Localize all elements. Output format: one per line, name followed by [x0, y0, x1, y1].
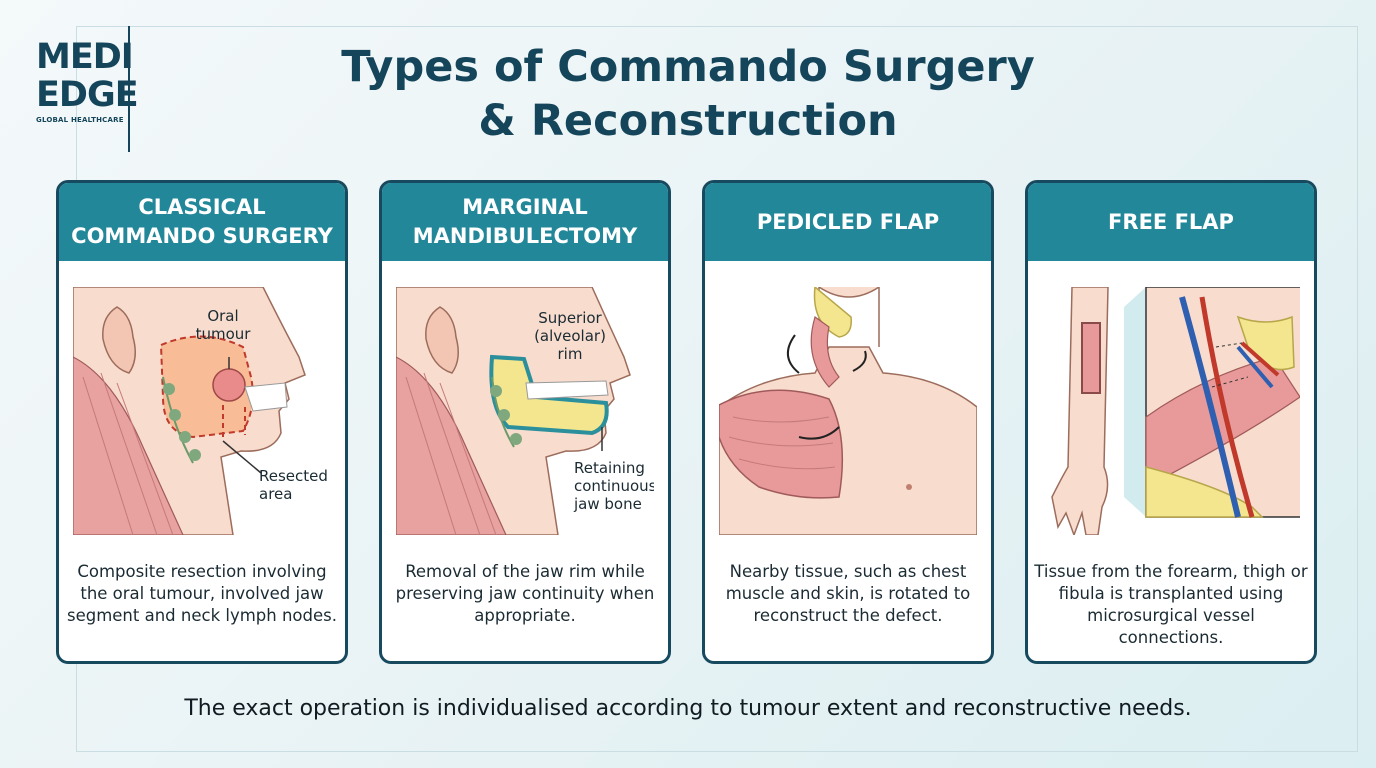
- card-title: CLASSICAL COMMANDO SURGERY: [71, 195, 333, 248]
- card-classical-commando: CLASSICAL COMMANDO SURGERY Oral tumour R…: [56, 180, 348, 664]
- illustration-forearm-free-flap: [1051, 287, 1300, 535]
- card-pedicled-flap: PEDICLED FLAP Nearby tissue, such as che…: [702, 180, 994, 664]
- card-title: PEDICLED FLAP: [756, 209, 940, 234]
- label-rim: rim: [558, 345, 583, 363]
- logo-tagline: GLOBAL HEALTHCARE: [36, 116, 124, 124]
- logo-line-1: MEDI: [36, 37, 134, 77]
- card-description: Removal of the jaw rim while preserving …: [395, 562, 655, 625]
- logo-line-2: EDGE: [36, 75, 139, 115]
- label-alveolar: (alveolar): [534, 327, 606, 345]
- logo: MEDI EDGE GLOBAL HEALTHCARE: [36, 26, 139, 152]
- card-free-flap: FREE FLAP Tissue from the forearm, thigh…: [1025, 180, 1317, 664]
- label-oral: Oral: [207, 307, 238, 325]
- card-title: FREE FLAP: [1108, 209, 1234, 234]
- card-header: MARGINAL MANDIBULECTOMY: [382, 183, 668, 261]
- illustration-head-jaw-resection: Oral tumour Resected area: [73, 287, 328, 535]
- card-header: FREE FLAP: [1028, 183, 1314, 261]
- card-description: Nearby tissue, such as chest muscle and …: [725, 562, 971, 625]
- card-marginal-mandibulectomy: MARGINAL MANDIBULECTOMY Superior (alveol…: [379, 180, 671, 664]
- label-superior: Superior: [538, 309, 602, 327]
- label-area: area: [259, 485, 292, 503]
- label-jaw-bone: jaw bone: [573, 495, 642, 513]
- card-header: PEDICLED FLAP: [705, 183, 991, 261]
- title-line-2: & Reconstruction: [478, 96, 898, 146]
- label-retaining: Retaining: [574, 459, 645, 477]
- label-resected: Resected: [259, 467, 328, 485]
- card-header: CLASSICAL COMMANDO SURGERY: [59, 183, 345, 261]
- card-description: Tissue from the forearm, thigh or fibula…: [1034, 562, 1308, 647]
- illustration-chest-flap: [719, 287, 977, 535]
- card-description: Composite resection involving the oral t…: [66, 562, 337, 625]
- card-title: MARGINAL MANDIBULECTOMY: [412, 195, 638, 248]
- page-title: Types of Commando Surgery & Reconstructi…: [300, 40, 1076, 148]
- label-tumour: tumour: [196, 325, 252, 343]
- illustration-marginal-jaw: Superior (alveolar) rim Retaining contin…: [396, 287, 654, 535]
- label-continuous: continuous: [574, 477, 654, 495]
- logo-divider: [128, 26, 130, 152]
- footer-note: The exact operation is individualised ac…: [184, 696, 1192, 721]
- title-line-1: Types of Commando Surgery: [341, 42, 1035, 92]
